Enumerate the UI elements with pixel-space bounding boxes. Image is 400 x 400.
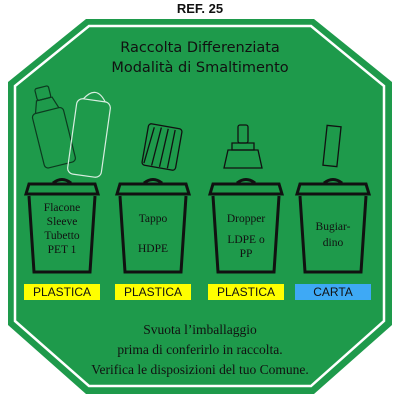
bin-1-contents: Flacone Sleeve Tubetto PET 1 <box>30 201 94 257</box>
bin-icon <box>23 178 372 274</box>
dropper-icon <box>223 124 263 169</box>
bin-1-line: Sleeve <box>46 216 78 228</box>
bin-1-line: Tubetto <box>44 230 80 242</box>
instruction-line: prima di conferirlo in raccolta. <box>117 342 283 357</box>
bin-3-line: Dropper <box>226 213 266 225</box>
label-inner-border <box>13 24 386 388</box>
bin-3-line: LDPE o <box>227 234 265 246</box>
instruction-line: Svuota l’imballaggio <box>143 322 257 337</box>
material-badge-plastica: PLASTICA <box>208 284 284 300</box>
header-subtitle: Modalità di Smaltimento <box>111 60 289 76</box>
instruction-line: Verifica le disposizioni del tuo Comune. <box>91 362 309 377</box>
bin-4-contents: Bugiar- dino <box>301 219 365 251</box>
cap-icon <box>141 123 183 171</box>
bin-3-line: PP <box>239 248 253 260</box>
material-badge-carta: CARTA <box>295 284 371 300</box>
bin-3-line <box>214 226 278 233</box>
bin-2-contents: Tappo HDPE <box>121 212 185 257</box>
disposal-instructions: Svuota l’imballaggio prima di conferirlo… <box>0 320 400 380</box>
bin-4-line: dino <box>322 237 344 249</box>
bin-2-line <box>121 227 185 242</box>
bin-3-contents: Dropper LDPE o PP <box>214 212 278 261</box>
reference-code: REF. 25 <box>176 1 224 16</box>
header-title: Raccolta Differenziata <box>120 40 280 56</box>
bin-2-line: HDPE <box>137 243 169 255</box>
material-badge-plastica: PLASTICA <box>115 284 191 300</box>
bin-1-line: PET 1 <box>47 244 77 256</box>
bottle-icon <box>31 85 76 169</box>
label-background <box>8 19 392 394</box>
bin-2-line: Tappo <box>138 213 168 225</box>
bin-4-line: Bugiar- <box>315 221 351 233</box>
bin-1-line: Flacone <box>43 202 81 214</box>
leaflet-icon <box>322 124 342 168</box>
material-badge-plastica: PLASTICA <box>24 284 100 300</box>
spray-bottle-icon <box>67 91 111 178</box>
